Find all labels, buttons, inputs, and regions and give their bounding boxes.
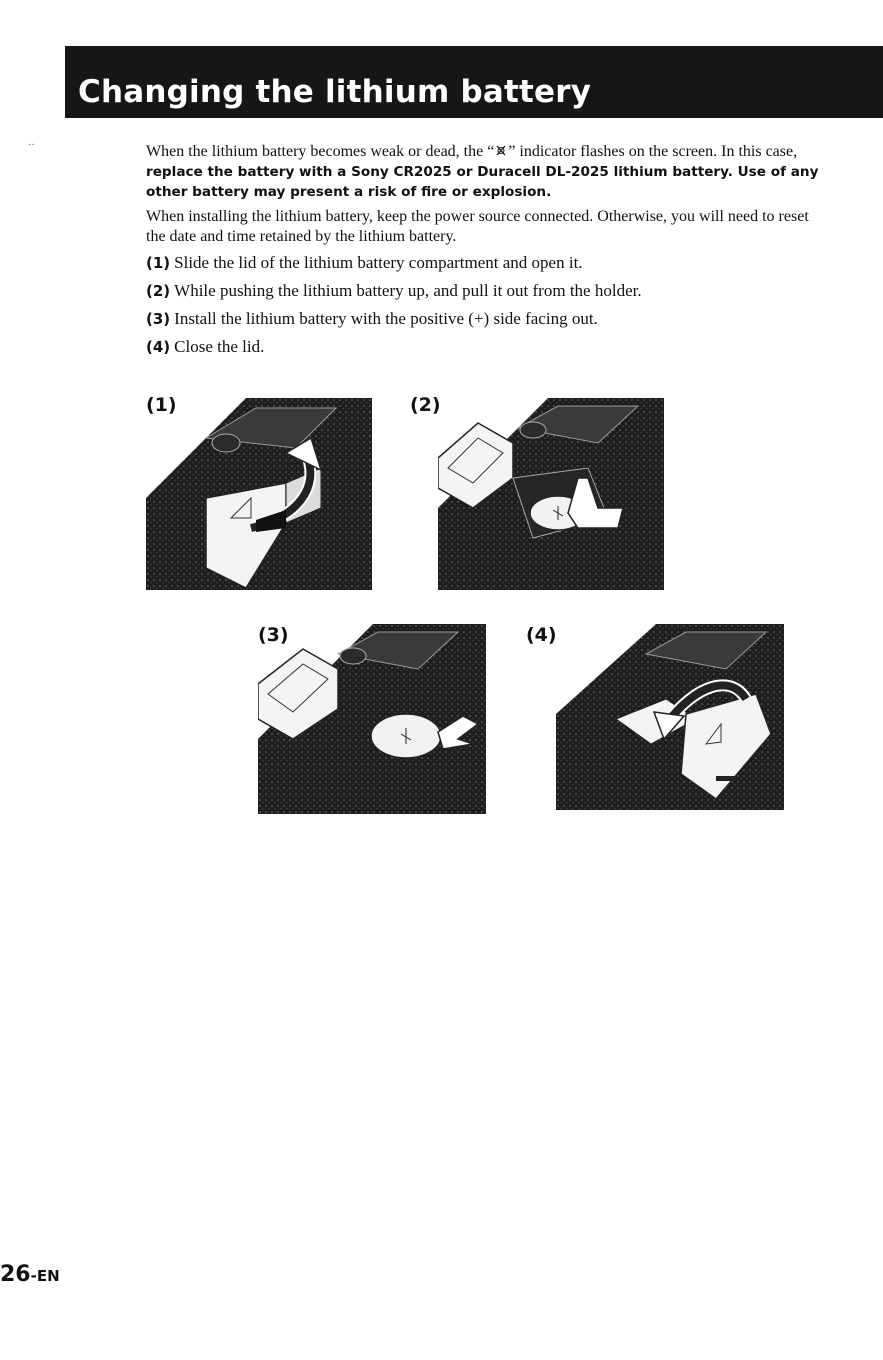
figure-label: (1) [146,394,177,416]
page-number: 26-EN [0,1262,60,1287]
intro-paragraph-2: When installing the lithium battery, kee… [146,208,809,245]
figure-label: (3) [258,624,289,646]
step-list: (1)Slide the lid of the lithium battery … [146,252,826,358]
figure-remove-battery [438,398,664,590]
figure-label: (4) [526,624,557,646]
lithium-battery-indicator-icon [496,145,506,156]
title-bar [65,46,883,118]
step-item: (2)While pushing the lithium battery up,… [146,281,642,300]
body-text: When the lithium battery becomes weak or… [146,142,826,364]
figure-close-lid [556,624,784,810]
step-item: (4)Close the lid. [146,337,265,356]
figure-install-battery [258,624,486,814]
figure-open-lid [146,398,372,590]
step-item: (3)Install the lithium battery with the … [146,309,598,328]
battery-warning: replace the battery with a Sony CR2025 o… [146,164,819,200]
page-title: Changing the lithium battery [78,74,592,110]
figure-label: (2) [410,394,441,416]
step-item: (1)Slide the lid of the lithium battery … [146,253,583,272]
intro-paragraph-1: When the lithium battery becomes weak or… [146,143,819,200]
scan-mark: ·· [28,140,35,151]
